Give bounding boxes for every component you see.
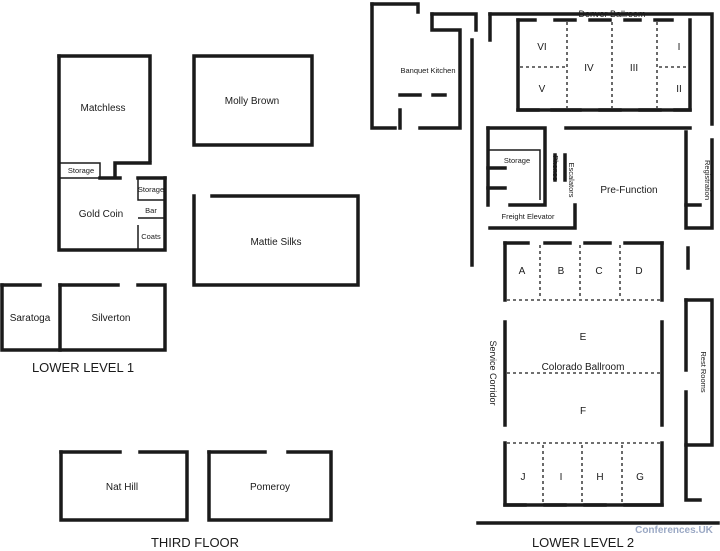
registration-label: Registration [703, 160, 712, 200]
lower-level-2-section: Denver Ballroom VI V IV III I II Banquet… [370, 2, 720, 550]
saratoga-label: Saratoga [10, 313, 51, 324]
kitchen-top-wall [370, 2, 420, 14]
storage-ll2-label: Storage [504, 156, 530, 165]
colorado-section-b: B [558, 266, 565, 277]
kitchen-top-right-wall [430, 12, 478, 32]
service-corridor-label: Service Corridor [488, 340, 498, 405]
colorado-section-j: J [521, 472, 526, 483]
mattie-silks-label: Mattie Silks [250, 237, 301, 248]
nat-hill-label: Nat Hill [106, 482, 138, 493]
pomeroy-room [207, 450, 333, 522]
denver-partitions [520, 22, 688, 108]
service-rooms-walls [137, 178, 165, 250]
denver-section-vi: VI [537, 42, 546, 53]
pre-function-label: Pre-Function [600, 185, 657, 196]
kitchen-right-wall [418, 12, 462, 130]
rest-rooms-walls [684, 298, 714, 447]
molly-brown-label: Molly Brown [225, 96, 279, 107]
denver-section-ii: II [676, 84, 682, 95]
lower-level-2-title: LOWER LEVEL 2 [532, 535, 634, 550]
coats-label: Coats [141, 232, 161, 241]
banquet-kitchen-label: Banquet Kitchen [400, 66, 455, 75]
kitchen-left-wall [370, 2, 397, 130]
freight-elevator-label: Freight Elevator [502, 212, 555, 221]
escalators-label: Escalators [567, 162, 576, 197]
colorado-ballroom-label: Colorado Ballroom [542, 362, 625, 373]
lower-right-wall [684, 443, 702, 502]
mattie-silks-room [192, 194, 360, 287]
kitchen-inner-walls [398, 93, 447, 130]
molly-brown-room [192, 54, 314, 147]
colorado-section-g: G [636, 472, 644, 483]
nat-hill-room [59, 450, 189, 522]
colorado-section-d: D [635, 266, 642, 277]
denver-ballroom-walls [516, 18, 692, 112]
storage-area-walls [486, 126, 547, 207]
phones-walls [553, 153, 567, 182]
matchless-wall [57, 54, 152, 162]
denver-section-iii: III [630, 63, 638, 74]
rest-rooms-label: Rest Rooms [699, 351, 708, 393]
colorado-section-e: E [580, 332, 587, 343]
colorado-section-a: A [519, 266, 526, 277]
storage-small-label: Storage [138, 185, 164, 194]
denver-section-i: I [678, 42, 681, 53]
denver-section-iv: IV [584, 63, 594, 74]
denver-outer-wall [488, 12, 714, 126]
lower-level-1-title: LOWER LEVEL 1 [32, 360, 134, 375]
gold-coin-label: Gold Coin [79, 209, 123, 220]
matchless-label: Matchless [80, 103, 125, 114]
matchless-inner-wall [113, 161, 152, 177]
silverton-label: Silverton [92, 313, 131, 324]
colorado-ef-side-walls [503, 320, 664, 427]
denver-ballroom-label: Denver Ballroom [578, 9, 645, 19]
storage-inner-wall [488, 149, 541, 200]
registration-walls [684, 130, 714, 230]
storage-label: Storage [68, 166, 94, 175]
colorado-abcd-side-walls [503, 241, 664, 302]
lower-level-1-section: Matchless Molly Brown Storage Storage Ba… [0, 54, 360, 375]
watermark-logo: Conferences.UK [635, 525, 714, 536]
freight-elevator-wall [488, 203, 577, 230]
colorado-section-h: H [596, 472, 603, 483]
denver-section-v: V [539, 84, 546, 95]
third-floor-title: THIRD FLOOR [151, 535, 239, 550]
colorado-section-c: C [595, 266, 602, 277]
colorado-section-f: F [580, 406, 586, 417]
colorado-abcd-partitions [507, 245, 660, 301]
third-floor-section: Nat Hill Pomeroy THIRD FLOOR [59, 450, 333, 550]
gold-coin-wall [57, 54, 167, 252]
storage-wall [59, 162, 101, 179]
pomeroy-label: Pomeroy [250, 482, 290, 493]
bar-label: Bar [145, 206, 157, 215]
silverton-wall [0, 283, 167, 352]
storage-shelves [486, 166, 507, 190]
colorado-section-i: I [560, 472, 563, 483]
phones-label: Phones [551, 155, 560, 181]
